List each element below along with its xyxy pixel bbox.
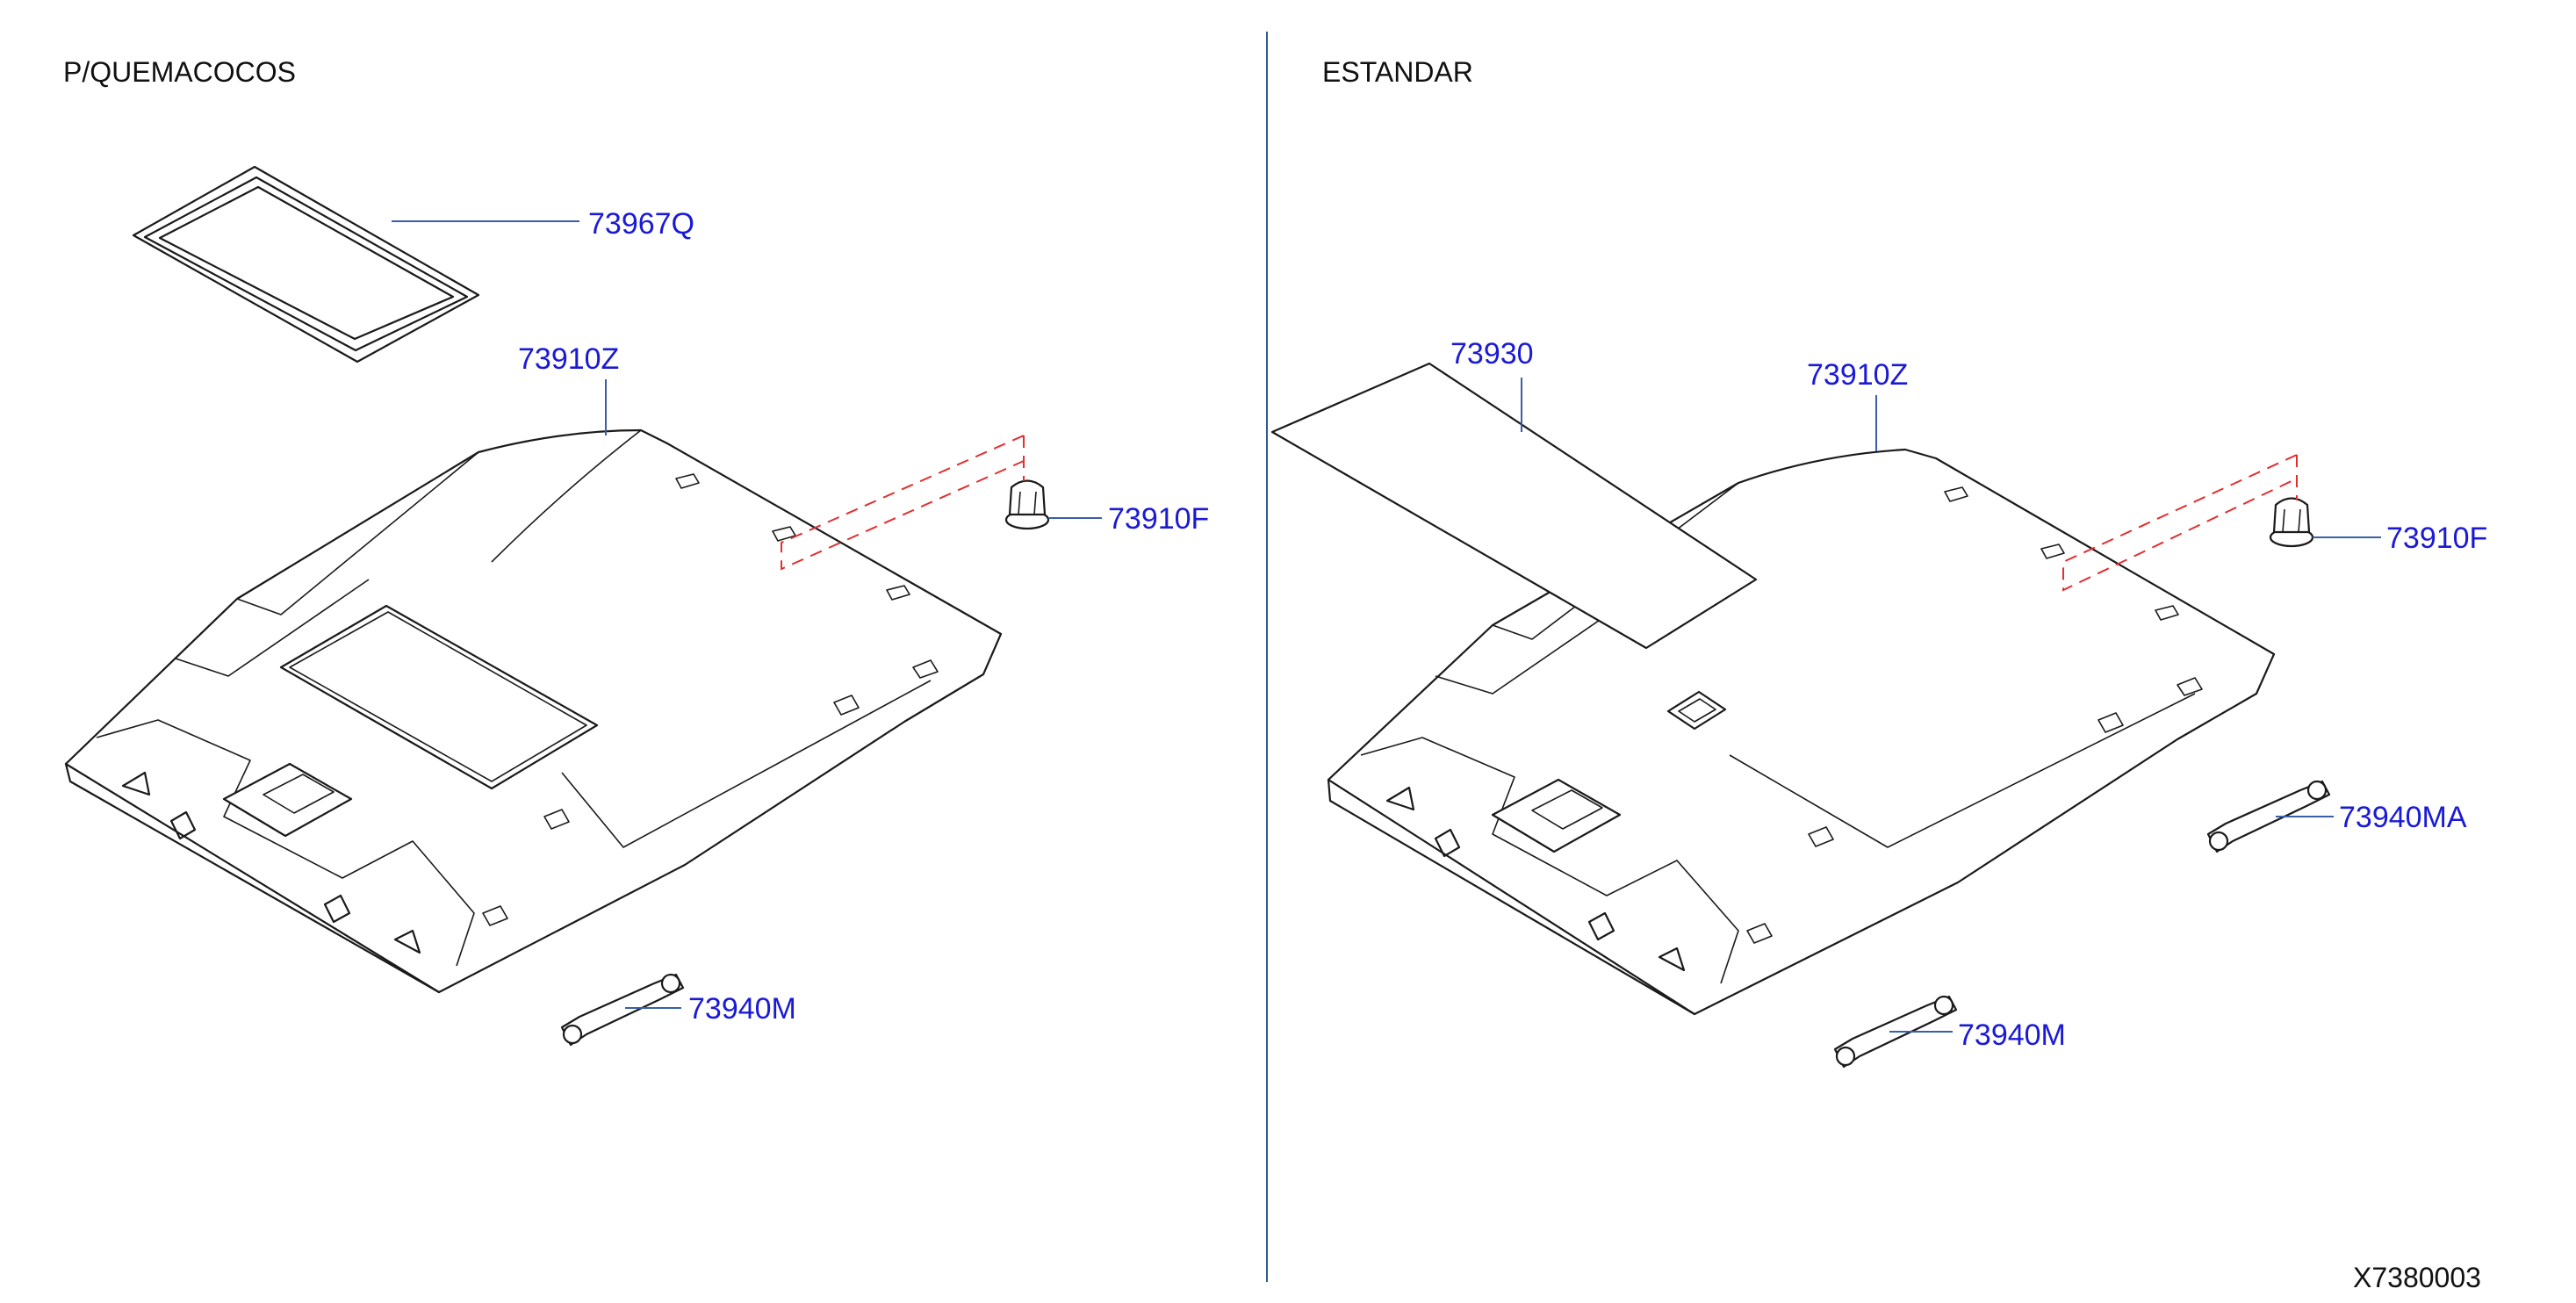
- callout-73910f-left: 73910F: [1108, 502, 1209, 536]
- callout-73940m-right: 73940M: [1958, 1019, 2066, 1052]
- callout-73910z-left: 73910Z: [518, 342, 619, 376]
- callout-73930: 73930: [1450, 337, 1534, 371]
- clip-part-right: [2269, 497, 2314, 548]
- headlining-sunroof-part: [64, 428, 1003, 994]
- callout-73910z-right: 73910Z: [1807, 358, 1908, 392]
- callout-73940ma: 73940MA: [2339, 801, 2467, 834]
- roof-pad-part: [1270, 362, 1758, 650]
- callout-73940m-left: 73940M: [688, 992, 796, 1026]
- section-title-sunroof: P/QUEMACOCOS: [63, 56, 296, 88]
- callout-73967q: 73967Q: [588, 207, 694, 241]
- drawing-number: X7380003: [2353, 1262, 2481, 1293]
- dashed-clip-outline-left: [781, 435, 1025, 571]
- callout-73910f-right: 73910F: [2386, 522, 2487, 555]
- sunroof-finisher-part: [132, 165, 480, 364]
- assist-grip-part-left: [560, 973, 685, 1047]
- assist-grip-part-right-a: [2206, 780, 2331, 853]
- section-title-standard: ESTANDAR: [1322, 56, 1473, 88]
- clip-part-left: [1004, 479, 1050, 530]
- dashed-clip-outline-right: [2062, 454, 2298, 592]
